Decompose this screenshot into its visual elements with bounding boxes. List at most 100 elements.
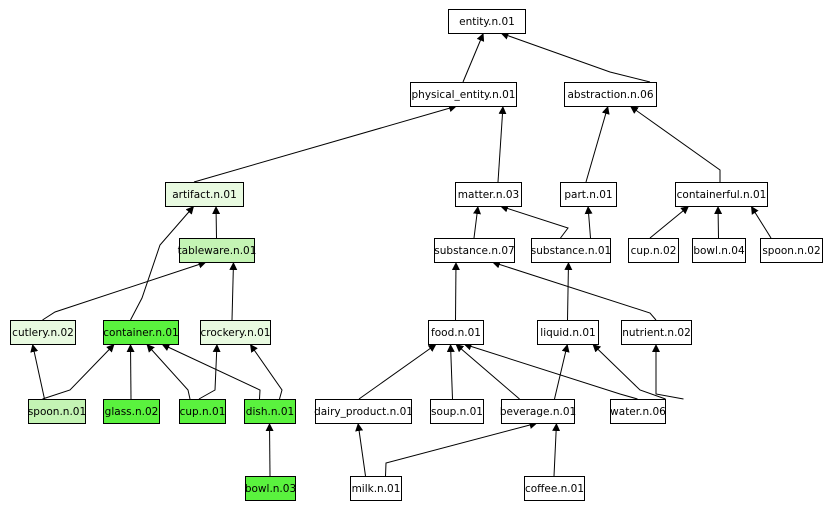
node-coffee-n01[interactable]: coffee.n.01 <box>524 476 585 501</box>
edge-bowl_n04-to-containerful_n01 <box>714 205 723 239</box>
node-label: nutrient.n.02 <box>622 327 691 339</box>
node-box <box>10 320 76 345</box>
node-nutrient-n02[interactable]: nutrient.n.02 <box>621 320 692 345</box>
node-box <box>621 320 692 345</box>
node-containerful-n01[interactable]: containerful.n.01 <box>675 182 768 207</box>
node-part-n01[interactable]: part.n.01 <box>560 182 617 207</box>
edge-containerful_n01-to-abstraction_n06 <box>629 105 721 182</box>
edge-cup_n02-to-containerful_n01 <box>649 205 690 239</box>
node-bowl-n04[interactable]: bowl.n.04 <box>692 238 746 263</box>
edge-abstraction_n06-to-entity_n01 <box>500 31 651 83</box>
node-dish-n01[interactable]: dish.n.01 <box>244 399 296 424</box>
node-box <box>350 476 402 501</box>
node-label: container.n.01 <box>103 327 178 339</box>
node-label: crockery.n.01 <box>201 327 271 339</box>
node-soup-n01[interactable]: soup.n.01 <box>430 399 484 424</box>
node-box <box>692 238 746 263</box>
node-beverage-n01[interactable]: beverage.n.01 <box>500 399 576 424</box>
edge-water_n06-to-food_n01 <box>463 342 638 400</box>
node-crockery-n01[interactable]: crockery.n.01 <box>200 320 271 345</box>
node-box <box>564 82 657 107</box>
node-label: liquid.n.01 <box>540 327 595 339</box>
node-label: bowl.n.04 <box>693 245 745 257</box>
node-cup-n02[interactable]: cup.n.02 <box>628 238 679 263</box>
node-artifact-n01[interactable]: artifact.n.01 <box>165 182 244 207</box>
edge-physical_entity_n01-to-entity_n01 <box>462 32 485 83</box>
node-label: food.n.01 <box>431 327 481 339</box>
node-box <box>434 238 515 263</box>
node-container-n01[interactable]: container.n.01 <box>103 320 179 345</box>
node-box <box>165 182 244 207</box>
node-label: tableware.n.01 <box>178 245 257 257</box>
node-box <box>448 9 526 34</box>
node-glass-n02[interactable]: glass.n.02 <box>103 399 160 424</box>
node-box <box>245 476 296 501</box>
edge-beverage_n01-to-food_n01 <box>455 343 520 400</box>
edge-glass_n02-to-container_n01 <box>126 343 135 400</box>
edge-spoon_n01-to-container_n01 <box>42 343 115 400</box>
node-box <box>524 476 585 501</box>
edge-bowl_n03-to-dish_n01 <box>265 422 274 477</box>
node-box <box>501 399 575 424</box>
node-food-n01[interactable]: food.n.01 <box>428 320 484 345</box>
node-cutlery-n02[interactable]: cutlery.n.02 <box>10 320 76 345</box>
node-box <box>430 399 484 424</box>
edge-milk_n01-to-dairy_product_n01 <box>355 422 366 477</box>
node-tableware-n01[interactable]: tableware.n.01 <box>178 238 257 263</box>
node-box <box>410 82 517 107</box>
edge-substance_n07-to-matter_n03 <box>473 205 481 239</box>
node-box <box>315 399 412 424</box>
edge-part_n01-to-abstraction_n06 <box>585 105 610 183</box>
node-abstraction-n06[interactable]: abstraction.n.06 <box>564 82 657 107</box>
node-box <box>760 238 823 263</box>
node-label: substance.n.07 <box>434 245 514 257</box>
edge-water_n06-to-liquid_n01 <box>592 343 666 400</box>
node-box <box>537 320 599 345</box>
edges-layer <box>30 31 772 477</box>
node-box <box>560 182 617 207</box>
node-dairy-product-n01[interactable]: dairy_product.n.01 <box>314 399 413 424</box>
node-label: cup.n.02 <box>631 245 677 257</box>
edge-matter_n03-to-physical_entity_n01 <box>497 105 507 183</box>
node-label: coffee.n.01 <box>525 483 584 495</box>
node-box <box>200 320 271 345</box>
node-label: soup.n.01 <box>431 406 483 418</box>
node-substance-n07[interactable]: substance.n.07 <box>434 238 515 263</box>
edge-food_n01-to-substance_n07 <box>451 261 460 321</box>
edge-spoon_n01-to-cutlery_n02 <box>30 343 45 400</box>
node-box <box>179 238 255 263</box>
node-physical-entity-n01[interactable]: physical_entity.n.01 <box>410 82 517 107</box>
node-label: substance.n.01 <box>531 245 611 257</box>
node-matter-n03[interactable]: matter.n.03 <box>455 182 522 207</box>
node-entity-n01[interactable]: entity.n.01 <box>448 9 526 34</box>
edge-coffee_n01-to-beverage_n01 <box>552 422 561 477</box>
node-box <box>531 238 611 263</box>
node-spoon-n02[interactable]: spoon.n.02 <box>760 238 823 263</box>
node-box <box>628 238 679 263</box>
edge-beverage_n01-to-liquid_n01 <box>554 343 570 400</box>
edge-soup_n01-to-food_n01 <box>446 343 455 400</box>
node-milk-n01[interactable]: milk.n.01 <box>350 476 402 501</box>
node-label: containerful.n.01 <box>677 189 767 201</box>
node-label: glass.n.02 <box>105 406 159 418</box>
edge-dish_n01-to-container_n01 <box>161 343 261 400</box>
edge-crockery_n01-to-tableware_n01 <box>229 261 238 321</box>
node-water-n06[interactable]: water.n.06 <box>610 399 666 424</box>
node-liquid-n01[interactable]: liquid.n.01 <box>537 320 599 345</box>
node-label: spoon.n.01 <box>28 406 86 418</box>
edge-cutlery_n02-to-tableware_n01 <box>42 260 207 321</box>
edge-substance_n01-to-matter_n03 <box>499 204 569 239</box>
node-cup-n01[interactable]: cup.n.01 <box>179 399 226 424</box>
node-substance-n01[interactable]: substance.n.01 <box>531 238 611 263</box>
node-label: dish.n.01 <box>246 406 294 418</box>
node-label: abstraction.n.06 <box>567 89 653 101</box>
node-label: milk.n.01 <box>352 483 401 495</box>
edge-nutrient_n02-to-substance_n07 <box>491 260 657 321</box>
edge-cup_n01-to-crockery_n01 <box>198 343 221 400</box>
node-label: water.n.06 <box>610 406 666 418</box>
node-bowl-n03[interactable]: bowl.n.03 <box>245 476 296 501</box>
node-label: part.n.01 <box>564 189 612 201</box>
edge-dish_n01-to-crockery_n01 <box>249 343 283 400</box>
node-spoon-n01[interactable]: spoon.n.01 <box>28 399 86 424</box>
